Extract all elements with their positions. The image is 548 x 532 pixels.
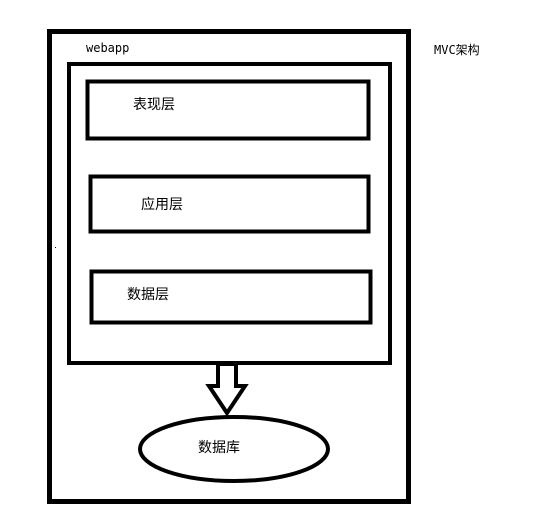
webapp-container [47, 29, 411, 504]
stray-dot [55, 247, 56, 248]
layer-box-data [89, 269, 373, 325]
diagram-title: MVC架构 [434, 42, 480, 57]
layer-box-presentation [85, 79, 371, 141]
layer-label-presentation: 表现层 [133, 97, 175, 113]
layer-label-data: 数据层 [127, 287, 169, 303]
database-ellipse [138, 415, 330, 483]
down-arrow-icon [205, 362, 249, 417]
layer-box-application [88, 174, 371, 234]
layer-label-application: 应用层 [141, 196, 183, 213]
layers-frame [67, 62, 392, 365]
database-label: 数据库 [198, 440, 240, 456]
webapp-label: webapp [86, 41, 129, 55]
